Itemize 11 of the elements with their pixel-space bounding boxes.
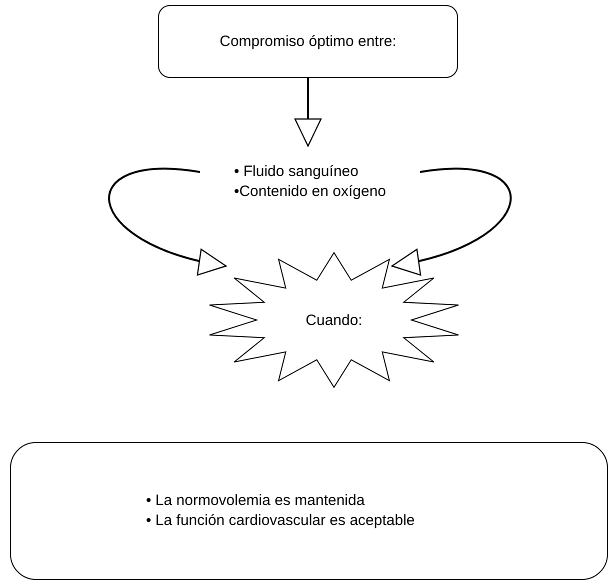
bullet-item: • Fluido sanguíneo: [234, 162, 360, 182]
rounded-box: [158, 5, 458, 78]
bullet-item: •Contenido en oxígeno: [234, 182, 386, 202]
starburst-text: Cuando:: [306, 310, 362, 330]
bullet-item: • La función cardiovascular es aceptable: [146, 511, 415, 531]
arrow: [294, 78, 322, 147]
arrow: [391, 168, 512, 274]
arrow: [108, 168, 227, 274]
box-text: Compromiso óptimo entre:: [218, 32, 398, 51]
rounded-box: [10, 442, 608, 580]
bullet-item: • La normovolemia es mantenida: [146, 491, 366, 511]
